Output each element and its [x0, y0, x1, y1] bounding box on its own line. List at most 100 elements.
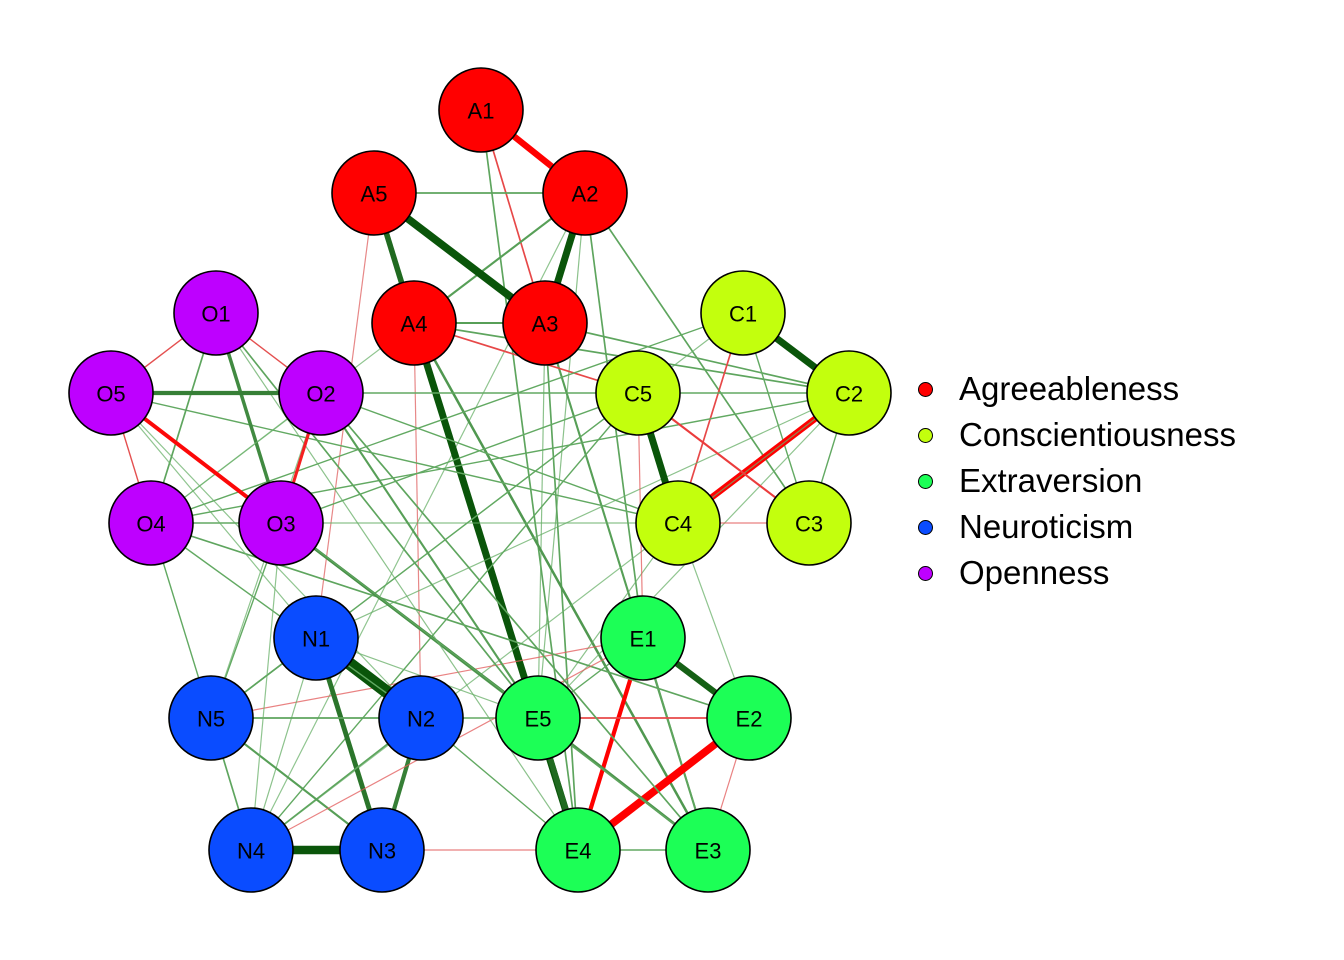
node-circle	[542, 150, 628, 236]
legend-item-extraversion: Extraversion	[918, 458, 1236, 504]
edge-A3-C2	[544, 322, 850, 394]
node-C1: C1	[700, 270, 786, 356]
node-label: C2	[835, 382, 863, 407]
node-E1: E1	[600, 595, 686, 681]
node-label: C5	[624, 382, 652, 407]
node-label: C1	[729, 302, 757, 327]
node-label: E4	[565, 839, 592, 864]
node-A5: A5	[331, 150, 417, 236]
legend-label: Extraversion	[959, 462, 1143, 499]
node-label: E5	[525, 707, 552, 732]
node-label: N2	[407, 707, 435, 732]
edge-O1-E4	[215, 312, 579, 851]
node-label: O5	[96, 382, 125, 407]
node-circle	[635, 480, 721, 566]
node-circle	[108, 480, 194, 566]
node-C4: C4	[635, 480, 721, 566]
node-label: C4	[664, 512, 692, 537]
edge-N4-O3	[250, 522, 282, 851]
node-circle	[595, 350, 681, 436]
node-circle	[535, 807, 621, 893]
node-A1: A1	[438, 67, 524, 153]
edge-E5-O2	[320, 392, 539, 719]
edge-C1-O4	[150, 312, 744, 524]
node-label: O4	[136, 512, 165, 537]
node-circle	[700, 270, 786, 356]
node-label: A1	[468, 99, 495, 124]
node-N5: N5	[168, 675, 254, 761]
edge-O3-C5	[280, 392, 639, 524]
legend-label: Openness	[959, 554, 1110, 591]
node-N3: N3	[339, 807, 425, 893]
node-E4: E4	[535, 807, 621, 893]
node-label: C3	[795, 512, 823, 537]
node-circle	[278, 350, 364, 436]
legend-item-openness: Openness	[918, 550, 1236, 596]
node-circle	[68, 350, 154, 436]
node-A3: A3	[502, 280, 588, 366]
legend-dot-icon	[918, 427, 933, 443]
node-label: E3	[695, 839, 722, 864]
node-circle	[238, 480, 324, 566]
edge-A3-E5	[537, 322, 546, 719]
legend: Agreeableness Conscientiousness Extraver…	[918, 366, 1236, 596]
node-O3: O3	[238, 480, 324, 566]
node-E2: E2	[706, 675, 792, 761]
node-circle	[339, 807, 425, 893]
node-O1: O1	[173, 270, 259, 356]
node-label: N4	[237, 839, 265, 864]
node-label: A3	[532, 312, 559, 337]
node-label: O2	[306, 382, 335, 407]
node-circle	[766, 480, 852, 566]
legend-item-agreeableness: Agreeableness	[918, 366, 1236, 412]
node-N2: N2	[378, 675, 464, 761]
node-label: E1	[630, 627, 657, 652]
node-label: O1	[201, 302, 230, 327]
node-circle	[806, 350, 892, 436]
legend-label: Neuroticism	[959, 508, 1134, 545]
node-C3: C3	[766, 480, 852, 566]
node-C5: C5	[595, 350, 681, 436]
node-label: N3	[368, 839, 396, 864]
legend-dot-icon	[918, 381, 933, 397]
edge-C4-O2	[320, 392, 679, 524]
edge-C5-N4	[250, 392, 639, 851]
edge-C2-N1	[315, 392, 850, 639]
node-circle	[706, 675, 792, 761]
node-circle	[371, 280, 457, 366]
node-label: O3	[266, 512, 295, 537]
node-circle	[208, 807, 294, 893]
edge-C4-O5	[110, 392, 679, 524]
node-circle	[378, 675, 464, 761]
edge-E2-O4	[150, 522, 750, 719]
edge-A4-E3	[412, 322, 710, 851]
node-N1: N1	[273, 595, 359, 681]
edge-C2-N4	[250, 392, 850, 851]
legend-item-neuroticism: Neuroticism	[918, 504, 1236, 550]
node-O2: O2	[278, 350, 364, 436]
node-A2: A2	[542, 150, 628, 236]
edge-A4-N2	[413, 322, 422, 719]
node-E5: E5	[495, 675, 581, 761]
legend-label: Agreeableness	[959, 370, 1180, 407]
node-A4: A4	[371, 280, 457, 366]
node-circle	[600, 595, 686, 681]
node-O4: O4	[108, 480, 194, 566]
node-N4: N4	[208, 807, 294, 893]
node-label: A4	[401, 312, 428, 337]
legend-dot-icon	[918, 473, 933, 489]
node-circle	[438, 67, 524, 153]
node-C2: C2	[806, 350, 892, 436]
node-circle	[495, 675, 581, 761]
node-label: A2	[572, 182, 599, 207]
node-label: N1	[302, 627, 330, 652]
node-circle	[502, 280, 588, 366]
edge-O5-N1	[110, 392, 317, 639]
node-O5: O5	[68, 350, 154, 436]
legend-dot-icon	[918, 565, 933, 581]
edge-O2-E3	[320, 392, 709, 851]
legend-item-conscientiousness: Conscientiousness	[918, 412, 1236, 458]
edge-O1-E5	[215, 312, 539, 719]
